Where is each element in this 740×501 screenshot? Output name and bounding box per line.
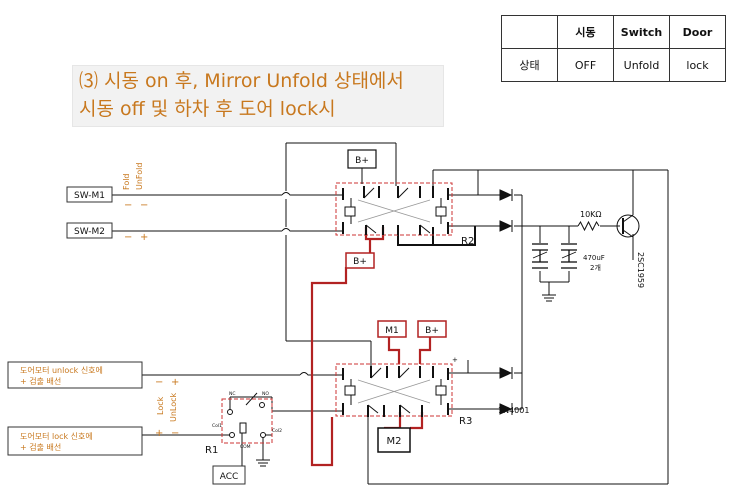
relay-r1 <box>221 398 273 444</box>
title-line-1: ⑶ 시동 on 후, Mirror Unfold 상태에서 <box>79 70 404 92</box>
b-plus-box-top: B+ <box>347 149 377 184</box>
svg-text:+ 검출 배선: + 검출 배선 <box>20 376 61 386</box>
state-table-header: 시동 Switch Door <box>501 15 726 49</box>
svg-text:ACC: ACC <box>220 472 239 482</box>
svg-text:+: + <box>171 377 179 388</box>
diode-2 <box>499 220 513 232</box>
resistor-label: 10KΩ <box>580 210 602 219</box>
r2-label: R2 <box>461 236 474 247</box>
svg-text:B+: B+ <box>425 326 439 336</box>
svg-text:도어모터 unlock 신호에: 도어모터 unlock 신호에 <box>20 365 103 375</box>
r1-label: R1 <box>205 445 218 456</box>
transistor <box>616 195 640 238</box>
svg-text:COM: COM <box>240 444 251 450</box>
svg-text:+ 검출 배선: + 검출 배선 <box>20 442 61 452</box>
black-wiring <box>112 142 669 485</box>
svg-text:도어모터 lock 신호에: 도어모터 lock 신호에 <box>20 431 93 441</box>
capacitors <box>532 243 577 269</box>
resistor-10k <box>577 220 600 232</box>
row-cell-door: lock <box>669 48 726 82</box>
svg-text:+: + <box>452 356 458 364</box>
svg-text:NC: NC <box>229 391 236 397</box>
relay-r2 <box>335 182 453 236</box>
m1-box: M1 <box>377 320 407 338</box>
sw-m1-label: SW-M1 <box>74 191 105 201</box>
svg-text:−: − <box>171 428 179 439</box>
header-cell-switch: Switch <box>613 15 670 49</box>
b-plus-box-mid: B+ <box>345 252 375 269</box>
svg-text:+: + <box>140 232 148 243</box>
state-table-row: 상태 OFF Unfold lock <box>501 48 726 82</box>
fold-label: Fold <box>122 173 131 190</box>
title-line-2: 시동 off 및 하차 후 도어 lock시 <box>79 98 336 120</box>
m2-box: M2 <box>377 427 411 453</box>
svg-text:−: − <box>140 200 148 211</box>
capacitor-label: 470uF <box>583 254 605 262</box>
svg-text:B+: B+ <box>353 257 367 267</box>
sw-m2-box: SW-M2 <box>66 222 113 239</box>
svg-text:−: − <box>155 377 163 388</box>
diodes <box>499 189 513 415</box>
sw-m1-box: SW-M1 <box>66 186 113 203</box>
cap-count-label: 2개 <box>590 263 601 272</box>
diode-3 <box>499 367 513 379</box>
unfold-label: UnFold <box>135 163 144 190</box>
unlock-label: UnLock <box>169 392 178 422</box>
page-title: ⑶ 시동 on 후, Mirror Unfold 상태에서 시동 off 및 하… <box>72 65 444 127</box>
svg-text:−: − <box>124 232 132 243</box>
svg-text:Col1: Col1 <box>212 423 222 429</box>
component-labels: R2 R3 R1 10KΩ 470uF 2개 2SC1959 1N4001 Co… <box>205 210 645 456</box>
diode-label: 1N4001 <box>498 406 529 415</box>
state-table: 시동 Switch Door 상태 OFF Unfold lock <box>501 15 726 82</box>
svg-text:M1: M1 <box>385 326 399 336</box>
row-cell-ignition: OFF <box>557 48 614 82</box>
svg-text:Col2: Col2 <box>272 428 282 434</box>
orange-labels: Fold UnFold − − − + Lock UnLock − + + − <box>122 163 179 439</box>
unlock-signal-box: 도어모터 unlock 신호에 + 검출 배선 <box>7 361 143 389</box>
diode-4 <box>499 403 513 415</box>
transistor-label: 2SC1959 <box>636 252 645 288</box>
svg-text:−: − <box>124 200 132 211</box>
header-cell-door: Door <box>669 15 726 49</box>
r3-label: R3 <box>459 416 472 427</box>
diode-1 <box>499 189 513 201</box>
svg-text:B+: B+ <box>355 156 369 166</box>
svg-text:M2: M2 <box>387 436 402 447</box>
active-wiring <box>310 227 432 467</box>
relay-r3 <box>335 363 453 417</box>
sw-m2-label: SW-M2 <box>74 227 105 237</box>
svg-text:NO: NO <box>262 391 269 397</box>
row-cell-switch: Unfold <box>613 48 670 82</box>
acc-box: ACC <box>212 465 246 485</box>
lock-label: Lock <box>156 396 165 415</box>
b-plus-box-low: B+ <box>417 320 447 338</box>
svg-text:+: + <box>155 428 163 439</box>
lock-signal-box: 도어모터 lock 신호에 + 검출 배선 <box>7 426 143 456</box>
